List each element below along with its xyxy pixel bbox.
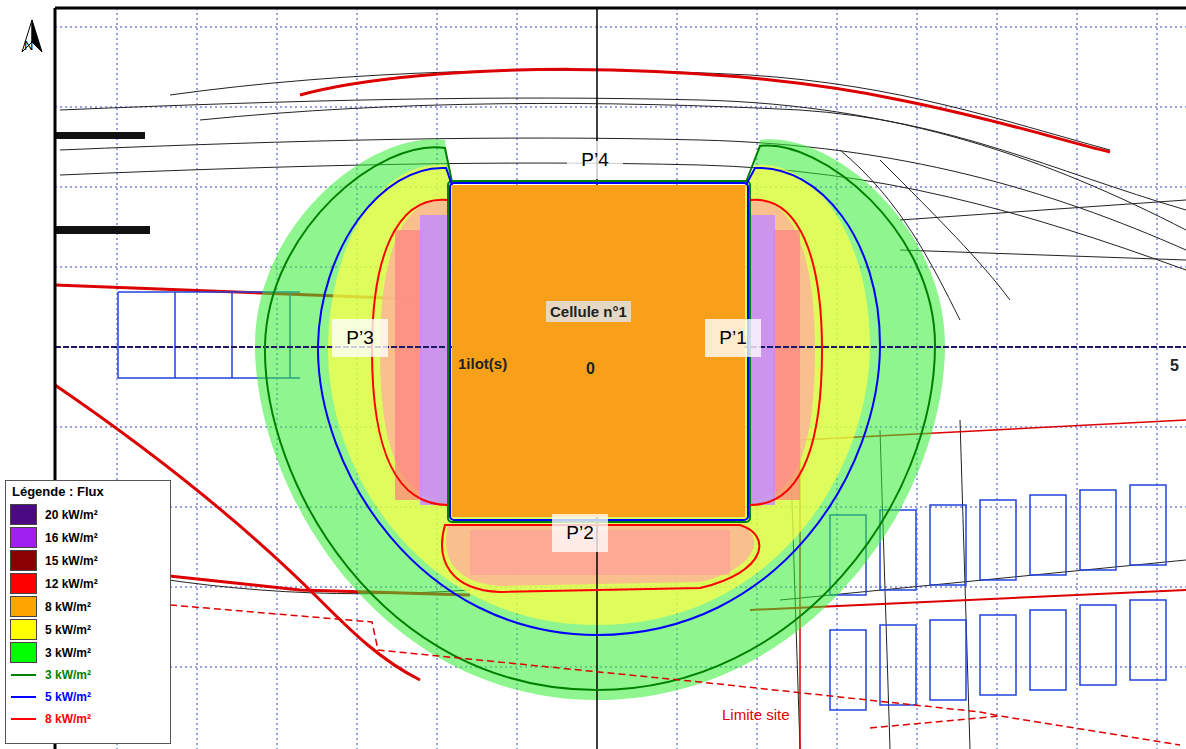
legend-line-sample (10, 713, 37, 725)
legend-text: 3 kW/m² (45, 646, 91, 660)
cell-note: 1ilot(s) (458, 355, 507, 372)
grid (55, 8, 1186, 749)
legend-box: Légende : Flux 20 kW/m² 16 kW/m² 15 kW/m² 12… (5, 480, 171, 744)
legend-swatch (10, 619, 37, 640)
legend-text: 8 kW/m² (45, 600, 91, 614)
legend-text: 5 kW/m² (45, 623, 91, 637)
legend-row: 15 kW/m² (10, 549, 166, 572)
legend-line-sample (10, 669, 37, 681)
cell-block: Cellule n°1 1ilot(s) (452, 185, 745, 517)
legend-row: 5 kW/m² (10, 686, 166, 708)
legend-row: 8 kW/m² (10, 708, 166, 730)
legend-row: 3 kW/m² (10, 664, 166, 686)
north-letter: N (24, 38, 33, 53)
point-name: P’4 (581, 149, 608, 171)
point-label: P’4 (567, 141, 622, 179)
legend-line-sample (10, 691, 37, 703)
legend-text: 15 kW/m² (45, 554, 98, 568)
point-label: P’3 (332, 319, 387, 357)
point-name: P’3 (346, 327, 373, 349)
cell-name: Cellule n°1 (546, 301, 631, 322)
legend-text: 5 kW/m² (45, 690, 91, 704)
legend-swatch (10, 642, 37, 663)
point-label: P’1 (705, 319, 760, 357)
site-limit-label: Limite site (722, 706, 790, 723)
legend-row: 12 kW/m² (10, 572, 166, 595)
legend-text: 12 kW/m² (45, 577, 98, 591)
legend-text: 16 kW/m² (45, 531, 98, 545)
legend-swatch (10, 596, 37, 617)
legend-swatch (10, 573, 37, 594)
legend-row: 3 kW/m² (10, 641, 166, 664)
legend-swatch (10, 550, 37, 571)
legend-swatch (10, 527, 37, 548)
legend-swatch (10, 504, 37, 525)
flux-zones (255, 139, 945, 700)
legend-row: 20 kW/m² (10, 503, 166, 526)
legend-title: Légende : Flux (12, 484, 166, 499)
point-name: P’2 (566, 522, 593, 544)
legend-row: 8 kW/m² (10, 595, 166, 618)
roads (55, 70, 1186, 749)
legend-text: 8 kW/m² (45, 712, 91, 726)
axis-tick: 5 (1170, 357, 1179, 375)
axis-origin: 0 (586, 360, 595, 378)
flux-contours (265, 146, 935, 690)
legend-row: 16 kW/m² (10, 526, 166, 549)
point-name: P’1 (719, 327, 746, 349)
legend-text: 20 kW/m² (45, 508, 98, 522)
legend-row: 5 kW/m² (10, 618, 166, 641)
legend-text: 3 kW/m² (45, 668, 91, 682)
point-label: P’2 (552, 514, 607, 552)
